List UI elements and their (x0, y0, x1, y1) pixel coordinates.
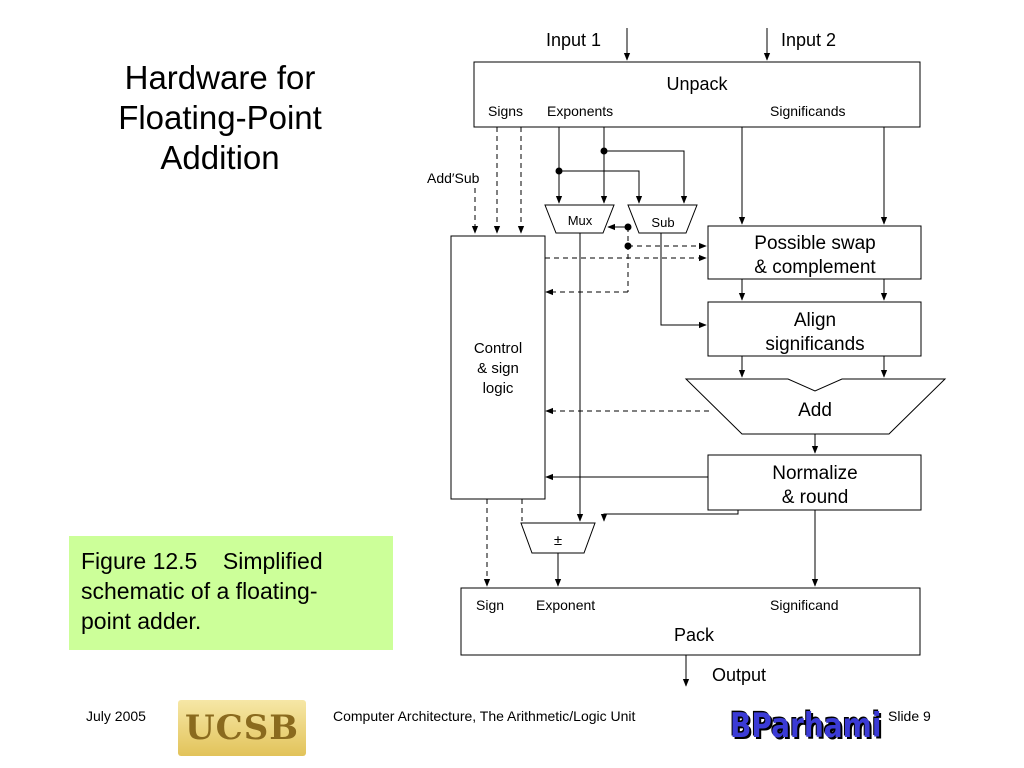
unpack-exponents-label: Exponents (547, 103, 613, 119)
figure-caption: Figure 12.5 Simplified schematic of a fl… (69, 536, 393, 650)
caption-line: point adder. (81, 608, 202, 634)
unpack-signs-label: Signs (488, 103, 523, 119)
unpack-significands-label: Significands (770, 103, 846, 119)
add-block (684, 378, 947, 435)
unpack-block (473, 61, 921, 128)
plusminus-block (520, 522, 596, 554)
title-line: Floating-Point (118, 99, 322, 136)
output-label: Output (712, 665, 766, 685)
pack-block (460, 587, 921, 656)
mux-block (544, 204, 615, 234)
control-label: logic (483, 380, 514, 397)
swap-block (707, 225, 922, 280)
control-label: & sign (477, 360, 519, 377)
add-sub-label: Add′Sub (427, 170, 480, 186)
align-label: Align (794, 310, 836, 331)
plusminus-label: ± (554, 532, 562, 549)
caption-line: Figure 12.5 Simplified (81, 548, 323, 574)
footer-course-title: Computer Architecture, The Arithmetic/Lo… (333, 708, 636, 724)
normalize-block (707, 454, 922, 511)
pack-exponent-label: Exponent (536, 597, 595, 613)
control-block (450, 235, 546, 500)
unpack-label: Unpack (666, 74, 728, 94)
align-label: significands (765, 334, 864, 355)
normalize-label: & round (782, 487, 849, 508)
normalize-label: Normalize (772, 463, 858, 484)
signature-logo: BParhami (730, 705, 882, 746)
sub-block (627, 204, 698, 234)
ucsb-logo: UCSB (178, 700, 306, 756)
slide-title: Hardware for Floating-Point Addition (70, 58, 370, 178)
slide-number: Slide 9 (888, 708, 931, 724)
exp-to-sub-1 (559, 170, 643, 204)
title-line: Addition (160, 139, 280, 176)
input2-label: Input 2 (781, 30, 836, 50)
caption-line: schematic of a floating- (81, 578, 318, 604)
mux-label: Mux (568, 213, 593, 228)
sub-label: Sub (651, 215, 674, 230)
title-line: Hardware for (124, 59, 316, 96)
footer-date: July 2005 (86, 708, 146, 724)
normalize-to-pm-wire (600, 510, 739, 522)
control-label: Control (474, 340, 522, 357)
swap-label: Possible swap (754, 233, 875, 254)
swap-label: & complement (754, 257, 876, 278)
pack-label: Pack (674, 625, 715, 645)
sub-to-align-wire (660, 233, 707, 329)
pack-sign-label: Sign (476, 597, 504, 613)
add-label: Add (798, 400, 832, 421)
pack-significand-label: Significand (770, 597, 839, 613)
exp-to-sub-2 (604, 150, 688, 204)
input1-label: Input 1 (546, 30, 601, 50)
align-block (707, 301, 922, 357)
